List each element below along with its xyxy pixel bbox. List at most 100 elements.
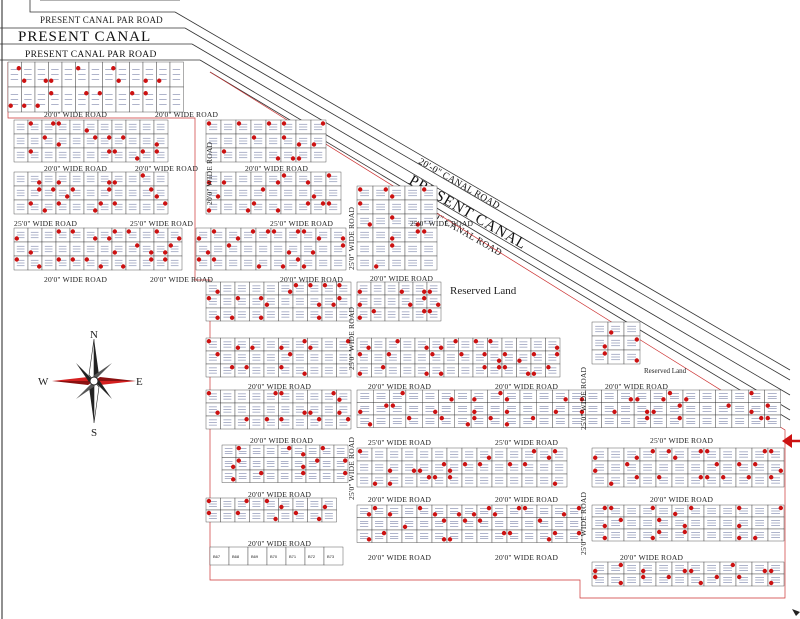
plot-marker [644, 415, 650, 421]
road-label: 25'0" WIDE ROAD [579, 492, 588, 555]
plot-marker [275, 156, 281, 161]
plot-marker [422, 289, 427, 294]
plot-marker [112, 180, 118, 185]
plot-marker [496, 365, 502, 370]
plot-marker [121, 264, 126, 269]
plot-marker [42, 208, 47, 213]
plot-marker [546, 537, 552, 542]
plot-marker [618, 517, 623, 523]
plot-marker [504, 422, 510, 427]
road-label: 25'0" WIDE ROAD [347, 307, 356, 370]
plot-marker [432, 512, 438, 517]
plot-marker [501, 530, 507, 536]
plot-marker [28, 121, 33, 126]
plot-marker [135, 243, 140, 248]
plot-marker [107, 180, 112, 185]
plot-marker [593, 574, 598, 580]
plot-marker [482, 365, 487, 370]
plot-marker [215, 410, 220, 415]
plot-marker [496, 358, 502, 363]
plot-marker [206, 208, 212, 213]
plot-marker [765, 415, 770, 421]
plot-marker [618, 580, 623, 586]
plot-marker [472, 397, 477, 402]
plot-marker [462, 462, 468, 467]
plot-marker [265, 229, 271, 234]
plot-marker [778, 505, 783, 511]
plot-marker [387, 481, 393, 486]
plot-marker [769, 475, 774, 480]
road-label: 25'0" WIDE ROAD [270, 219, 333, 228]
plot-block [356, 337, 561, 378]
plot-marker [149, 187, 154, 192]
plot-marker [28, 149, 33, 154]
plot-marker [441, 518, 447, 523]
plot-marker [390, 243, 395, 248]
plot-marker [554, 345, 560, 350]
plot-marker [56, 229, 61, 234]
road-label: 20'0" WIDE ROAD [44, 164, 107, 173]
plot-marker [358, 409, 363, 415]
plot-marker [22, 78, 27, 83]
road-label: 20'0" WIDE ROAD [368, 495, 431, 504]
plot-marker [705, 475, 710, 480]
road-label: 20'0" WIDE ROAD [44, 110, 107, 119]
plot-marker [22, 103, 27, 108]
plot-marker [296, 156, 302, 161]
plot-marker [759, 415, 764, 421]
plot-marker [714, 574, 719, 580]
plot-marker [206, 339, 212, 344]
plot-block [356, 281, 442, 322]
site-boundary [7, 62, 786, 599]
plot-marker [49, 91, 54, 96]
plot-marker [682, 523, 687, 529]
plot-marker [196, 257, 202, 262]
plot-marker [737, 574, 742, 580]
plot-marker [618, 562, 623, 568]
plot-marker [98, 201, 104, 206]
plot-marker [279, 504, 284, 510]
canal-label: PRESENT CANAL [18, 29, 151, 45]
plot-block [356, 447, 568, 488]
plot-marker [28, 201, 33, 206]
plot-marker [235, 510, 241, 516]
plot-marker [522, 462, 528, 467]
plot-marker [381, 530, 387, 536]
plot-marker [149, 257, 154, 262]
plot-marker [769, 449, 774, 454]
road-label: 20'0" WIDE ROAD [605, 382, 668, 391]
plot-marker [531, 371, 537, 376]
plot-marker [215, 315, 220, 320]
plot-marker [331, 391, 336, 396]
plot-marker [264, 498, 270, 504]
plot-marker [424, 345, 429, 350]
plot-marker [14, 236, 19, 241]
plot-marker [689, 568, 694, 574]
plot-marker [427, 289, 432, 294]
plot-marker [753, 462, 758, 467]
plot-marker [634, 455, 639, 460]
plot-marker [634, 337, 639, 342]
plot-marker [221, 149, 227, 154]
plot-block [205, 281, 352, 322]
plot-marker [316, 302, 322, 307]
plot-marker [70, 257, 76, 262]
road-label: 20'0" WIDE ROAD [495, 382, 558, 391]
plot-marker [374, 264, 379, 269]
plot-marker [721, 475, 726, 480]
plot-marker [684, 397, 689, 402]
plot-marker [126, 229, 131, 234]
road-label: 25'0" WIDE ROAD [368, 438, 431, 447]
plot-marker [112, 250, 118, 255]
plot-marker [488, 415, 493, 421]
plot-marker [438, 371, 444, 376]
plot-marker [456, 512, 462, 517]
plot-marker [302, 371, 307, 376]
plot-marker [279, 365, 284, 370]
plot-marker [316, 417, 322, 422]
plot-marker [211, 229, 217, 234]
plot-marker [130, 91, 135, 96]
plot-marker [49, 78, 54, 83]
plot-marker [746, 475, 751, 480]
